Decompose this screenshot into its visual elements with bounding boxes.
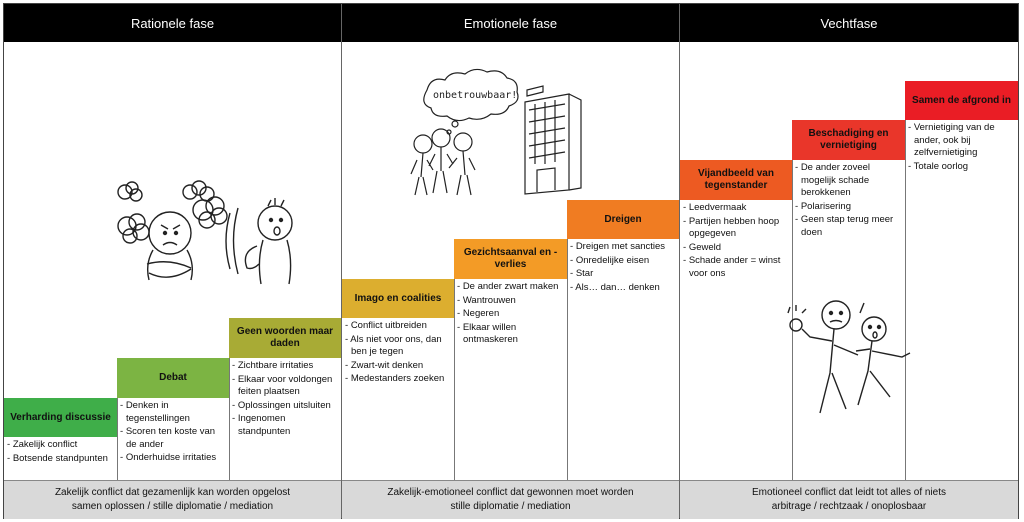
smoke-cloud-icon [117,180,228,244]
footer-line: samen oplossen / stille diplomatie / med… [71,501,274,512]
step-list-geen-woorden: - Zichtbare irritaties - Elkaar voor vol… [232,360,338,439]
list-item: - Als niet voor ons, dan ben je tegen [345,333,442,358]
angry-figure-icon [146,211,194,281]
fighting-figure-icon [787,300,859,414]
list-item: - Zwart-wit denken [345,359,424,371]
fleeing-figure-icon [855,302,911,406]
list-item: - Geen stap terug meer doen [795,214,894,238]
list-item: - De ander zwart maken [457,281,559,292]
list-item: - Dreigen met sancties [570,241,666,252]
step-border [905,120,906,480]
footer-line: Zakelijk conflict dat gezamenlijk kan wo… [54,487,291,498]
step-header-debat: Debat [117,358,229,398]
list-item: - Leedvermaak [683,202,747,213]
step-border [567,239,568,480]
list-item: - Scoren ten koste van de ander [120,426,216,450]
list-item: - Ingenomen standpunten [232,413,291,437]
sketch-fighting-figures [787,300,911,414]
phase-divider [341,4,342,518]
list-item: - Zichtbare irritaties [232,360,314,371]
list-item: - Partijen hebben hoop opgegeven [683,215,780,240]
list-item: - Elkaar voor voldongen feiten plaatsen [232,373,333,398]
list-item: - Medestanders zoeken [345,373,445,384]
step-list-debat: - Denken in tegenstellingen - Scoren ten… [120,400,226,466]
list-item: - Oplossingen uitsluiten [232,399,331,411]
step-header-verharding: Verharding discussie [4,398,117,437]
sound-waves-icon [225,207,239,275]
step-border [117,398,118,480]
list-item: - Botsende standpunten [7,452,108,464]
step-border [229,358,230,480]
step-list-vijandbeeld: - Leedvermaak - Partijen hebben hoop opg… [683,202,789,281]
step-header-imago: Imago en coalities [342,279,454,318]
list-item: - Vernietiging van de ander, ook bij zel… [908,122,995,158]
step-header-dreigen: Dreigen [567,200,679,239]
footer-line: arbitrage / rechtzaak / onoplosbaar [771,501,927,512]
list-item: - Totale oorlog [908,160,969,172]
step-list-imago: - Conflict uitbreiden - Als niet voor on… [345,320,451,387]
footer-line: Emotioneel conflict dat leidt tot alles … [752,487,946,498]
step-list-verharding: - Zakelijk conflict - Botsende standpunt… [7,439,115,466]
phase-header-emotioneel: Emotionele fase [342,4,679,42]
sketch-arguing-figures [117,180,293,285]
sketch-gossip-group: onbetrouwbaar! [410,68,582,196]
list-item: - Onredelijke eisen [570,254,650,266]
list-item: - Als… dan… denken [570,281,660,293]
list-item: - Elkaar willen ontmaskeren [457,321,518,346]
phase-header-vecht: Vechtfase [680,4,1018,42]
list-item: - Denken in tegenstellingen [120,400,190,424]
list-item: - Polarisering [795,200,851,212]
step-list-afgrond: - Vernietiging van de ander, ook bij zel… [908,122,1016,174]
phase-footer-rationeel: Zakelijk conflict dat gezamenlijk kan wo… [4,480,341,519]
step-list-dreigen: - Dreigen met sancties - Onredelijke eis… [570,241,676,295]
people-group-icon [410,128,476,196]
phase-divider [679,4,680,518]
office-building-icon [524,85,582,195]
phase-footer-emotioneel: Zakelijk-emotioneel conflict dat gewonne… [342,480,679,519]
step-header-gezichtsaanval: Gezichtsaanval en -verlies [454,239,567,279]
speech-bubble-text: onbetrouwbaar! [433,90,517,101]
surprised-figure-icon [244,198,293,285]
list-item: - Conflict uitbreiden [345,320,427,331]
list-item: - De ander zoveel mogelijk schade berokk… [795,162,870,198]
step-list-gezichtsaanval: - De ander zwart maken - Wantrouwen - Ne… [457,281,564,348]
list-item: - Star [570,268,594,279]
list-item: - Geweld [683,241,722,253]
footer-line: Zakelijk-emotioneel conflict dat gewonne… [387,487,634,498]
speech-bubble-icon [423,68,519,135]
list-item: - Zakelijk conflict [7,439,78,450]
step-header-afgrond: Samen de afgrond in [905,81,1018,120]
list-item: - Negeren [457,308,500,319]
phase-footer-vecht: Emotioneel conflict dat leidt tot alles … [680,480,1018,519]
list-item: - Wantrouwen [457,294,516,306]
step-border [454,279,455,480]
list-item: - Onderhuidse irritaties [120,452,217,463]
footer-line: stille diplomatie / mediation [450,501,571,512]
step-header-beschadiging: Beschadiging en vernietiging [792,120,905,160]
list-item: - Schade ander = winst voor ons [683,255,781,279]
step-header-geen-woorden: Geen woorden maar daden [229,318,341,358]
phase-header-rationeel: Rationele fase [4,4,341,42]
step-header-vijandbeeld: Vijandbeeld van tegenstander [680,160,792,200]
step-list-beschadiging: - De ander zoveel mogelijk schade berokk… [795,162,902,240]
